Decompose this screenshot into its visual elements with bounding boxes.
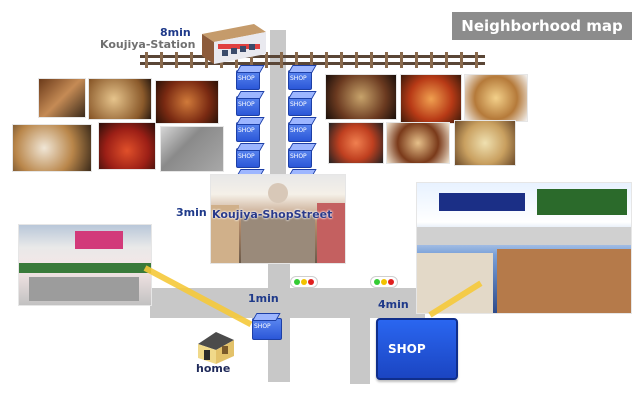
- shop-icon: SHOP: [236, 122, 260, 142]
- station-name: Koujiya-Station: [100, 38, 196, 51]
- shop-icon: SHOP: [236, 96, 260, 116]
- supermarket-photo-left: [18, 224, 152, 306]
- supermarket-photo-right: [416, 182, 632, 314]
- small-shop-icon: SHOP: [252, 318, 282, 340]
- shop-icon-label: SHOP: [238, 101, 255, 108]
- food-photo-3: [155, 80, 219, 124]
- shop-icon: SHOP: [288, 96, 312, 116]
- shop-icon-label: SHOP: [290, 101, 307, 108]
- shop-icon-label: SHOP: [238, 127, 255, 134]
- food-photo-1: [38, 78, 86, 118]
- supermarket-photo-right-shapes: [417, 189, 631, 313]
- small-shop-time: 1min: [248, 292, 279, 305]
- food-photo-2: [88, 78, 152, 120]
- big-shop-label: SHOP: [388, 342, 426, 356]
- shopstreet-photo-shapes: [211, 183, 345, 263]
- shop-icon-label: SHOP: [290, 75, 307, 82]
- shop-icon-label: SHOP: [238, 153, 255, 160]
- train-icon: [202, 24, 266, 64]
- food-photo-10: [328, 122, 384, 164]
- station-time: 8min: [160, 26, 191, 39]
- shop-icon: SHOP: [236, 70, 260, 90]
- shop-icon: SHOP: [288, 70, 312, 90]
- food-photo-5: [98, 122, 156, 170]
- supermarket-photo-left-shapes: [19, 231, 151, 301]
- food-photo-9: [464, 74, 528, 122]
- shop-icon-label: SHOP: [290, 127, 307, 134]
- shop-icon: SHOP: [288, 148, 312, 168]
- traffic-signal-icon: [290, 276, 318, 288]
- traffic-signal-icon: [370, 276, 398, 288]
- shop-icon: SHOP: [236, 148, 260, 168]
- railway-track: [140, 52, 485, 68]
- food-photo-7: [325, 74, 397, 120]
- side-street-vertical: [350, 288, 370, 384]
- food-photo-8: [400, 74, 462, 124]
- shop-icon-label: SHOP: [290, 153, 307, 160]
- shopstreet-photo: [210, 174, 346, 264]
- shop-icon: SHOP: [288, 122, 312, 142]
- shopstreet-name: Koujiya-ShopStreet: [212, 208, 333, 221]
- house-icon: [198, 332, 234, 364]
- home-label: home: [196, 362, 231, 375]
- shop-icon-label: SHOP: [238, 75, 255, 82]
- big-shop-icon: SHOP: [376, 318, 458, 380]
- map-title: Neighborhood map: [452, 12, 632, 40]
- food-photo-4: [12, 124, 92, 172]
- small-shop-icon-label: SHOP: [254, 323, 271, 330]
- shopstreet-time: 3min: [176, 206, 207, 219]
- food-photo-6: [160, 126, 224, 172]
- big-shop-time: 4min: [378, 298, 409, 311]
- rail-road-vertical: [270, 30, 286, 190]
- food-photo-12: [454, 120, 516, 166]
- food-photo-11: [386, 122, 450, 164]
